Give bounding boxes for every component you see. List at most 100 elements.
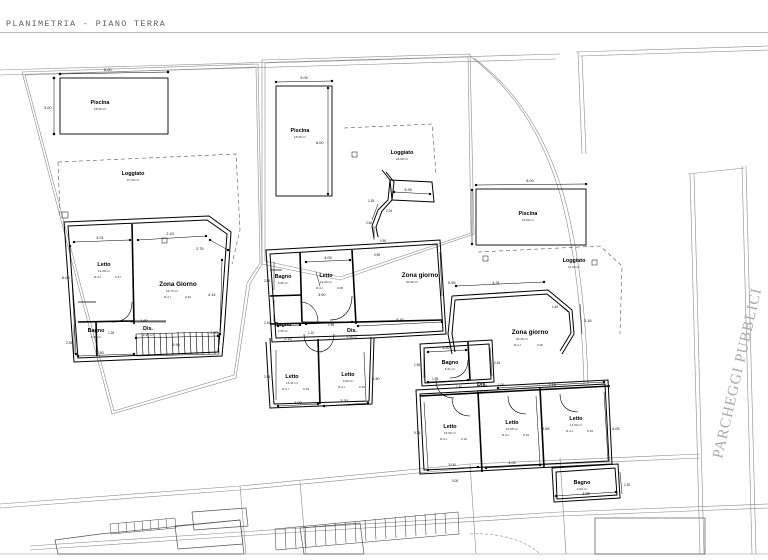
right-dim-15: 3.55 (582, 491, 590, 496)
left-room-letto-rai: 0.17 (115, 275, 121, 279)
right-dim-9: 3.16 (584, 318, 592, 323)
center-room-letto2-area: 15.11 m² (286, 381, 298, 385)
center-loggiato-label: Loggiato (391, 150, 414, 156)
right-room-zonagiorno-area: 33.25 m² (516, 337, 528, 341)
center-room-letto2-rai-label: R.A.I. (282, 387, 290, 391)
right-bedrooms-swings (451, 393, 579, 417)
right-dim-1: 1.62 (552, 305, 558, 309)
right-bagno-swings (435, 359, 469, 399)
right-dim-6: 1.40 (456, 385, 462, 389)
center-house-thin (270, 269, 352, 323)
right-pool-label: Piscina (519, 211, 539, 217)
site-boundary-lines (0, 45, 768, 555)
left-dim-0: 3.01 (96, 235, 104, 240)
center-dim-7: 3.00 (294, 400, 302, 405)
right-dim-16: 1.30 (624, 483, 630, 487)
bottom-hatch-strip (109, 517, 177, 535)
left-dim-6: 1.25 (108, 331, 114, 335)
center-room-letto2-label: Letto (285, 374, 299, 380)
center-pool-width-dim: 3.00 (300, 75, 308, 80)
right-dim-12: 4.05 (612, 426, 620, 431)
center-room-letto1-rai-label: R.A.I. (316, 286, 324, 290)
left-room-zonagiorno-label: Zona Giorno (159, 281, 197, 288)
left-loggiato-edge (57, 161, 61, 217)
left-dim-3: 6.03 (62, 275, 70, 280)
center-room-zonagiorno-area: 30.00 m² (406, 280, 418, 284)
left-room-zonagiorno-rai-label: R.A.I. (164, 295, 172, 299)
center-loggiato-area: 24.60 m² (396, 157, 408, 161)
page-title: PLANIMETRIA - PIANO TERRA (6, 19, 167, 29)
right-room-letto2-rai-label: R.A.I. (502, 433, 510, 437)
center-dim-6: 3.30 (372, 376, 380, 381)
right-loggiato-label: Loggiato (563, 258, 586, 264)
center-room-dis-label: Dis. (347, 328, 357, 334)
right-pool-dims (470, 182, 588, 246)
center-pool-area: 18.00 m² (294, 135, 306, 139)
left-room-zonagiorno-rai: 0.22 (185, 295, 191, 299)
center-loggiato-posts (351, 151, 358, 158)
right-room-zonagiorno-rai-label: R.A.I. (514, 343, 522, 347)
left-room-dis-label: Dis. (143, 326, 153, 332)
center-dim-13: 2.24 (386, 209, 392, 213)
left-dim-4: 4.14 (208, 292, 216, 297)
left-loggiato-area: 27.00 m² (127, 178, 139, 182)
right-bagno-partitions (467, 341, 471, 381)
center-dim-14: 0.60 (366, 221, 372, 225)
center-room-zonagiorno-label: Zona giorno (402, 272, 439, 279)
center-pool-dims (274, 79, 334, 196)
right-dim-2: 3.40 (442, 345, 450, 350)
right-room-bagno2-label: Bagno (574, 480, 591, 486)
center-dim-3: 2.15 (264, 321, 270, 325)
left-room-letto-area: 12.00 m² (98, 269, 110, 273)
left-dim-5: 1.80 (140, 318, 148, 323)
right-dim-10: 5.15 (414, 431, 420, 435)
center-pool (275, 85, 333, 197)
right-dim-5: 1.95 (432, 377, 438, 381)
center-room-letto1-area: 14.00 m² (320, 280, 332, 284)
left-loggiato-outline (57, 153, 241, 265)
center-dim-16: 5.95 (448, 280, 456, 285)
right-room-zonagiorno-rai: 0.20 (537, 343, 543, 347)
center-room-dis-area: 4.36 m² (347, 335, 358, 339)
left-house-walls (63, 215, 232, 363)
center-dim-18: 1.35 (368, 199, 374, 203)
right-dim-11: 3.65 (542, 426, 550, 431)
bottom-context-buildings (54, 507, 365, 555)
site-plan-drawing: 6.00 3.00 Piscina 18.00 m² Loggiato 27.0… (0, 34, 768, 560)
center-dim-2: 2.80 (264, 279, 270, 283)
left-loggiato-posts (61, 211, 168, 244)
left-room-letto-label: Letto (97, 262, 111, 268)
left-pool-dim-left (52, 76, 56, 136)
right-room-zonagiorno-label: Zona giorno (512, 329, 549, 336)
right-angled-walls (447, 289, 575, 355)
center-dim-4: 2.10 (284, 336, 292, 341)
right-room-letto3-rai-label: R.A.I. (566, 429, 574, 433)
right-room-bagno1-area: 5.21 m² (445, 367, 456, 371)
center-dim-11: 1.95 (328, 323, 334, 327)
right-dim-3: 1.55 (414, 363, 420, 367)
center-room-bagno2-label: Bagno (275, 322, 292, 328)
center-dim-lines (273, 251, 444, 408)
left-loggiato-label: Loggiato (122, 171, 145, 177)
parking-label-group: PARCHEGGI PUBBLICI (710, 286, 765, 460)
left-dim-1: 2.43 (166, 231, 174, 236)
center-house-walls (265, 239, 447, 409)
left-pool-label: Piscina (91, 100, 111, 106)
right-bagno2-walls (551, 463, 621, 503)
right-room-bagno2-area: 4.60 m² (577, 487, 588, 491)
left-stairs (135, 331, 220, 357)
center-loggiato-outline (343, 123, 437, 175)
title-bar: PLANIMETRIA - PIANO TERRA (0, 0, 768, 34)
right-dim-14: 3.00 (508, 460, 516, 465)
bottom-stair-hatch (274, 511, 460, 551)
center-dim-12: 3.95 (404, 187, 412, 192)
right-dim-lines (423, 347, 623, 498)
right-room-letto1-rai-label: R.A.I. (440, 437, 448, 441)
right-dim-0: 4.31 (492, 280, 500, 285)
center-dim-1: 0.59 (374, 253, 380, 257)
right-room-letto2-rai: 0.19 (523, 433, 529, 437)
left-pool-height-dim: 3.00 (44, 105, 52, 110)
center-room-letto3-label: Letto (341, 372, 355, 378)
right-angle-dims (454, 280, 583, 335)
